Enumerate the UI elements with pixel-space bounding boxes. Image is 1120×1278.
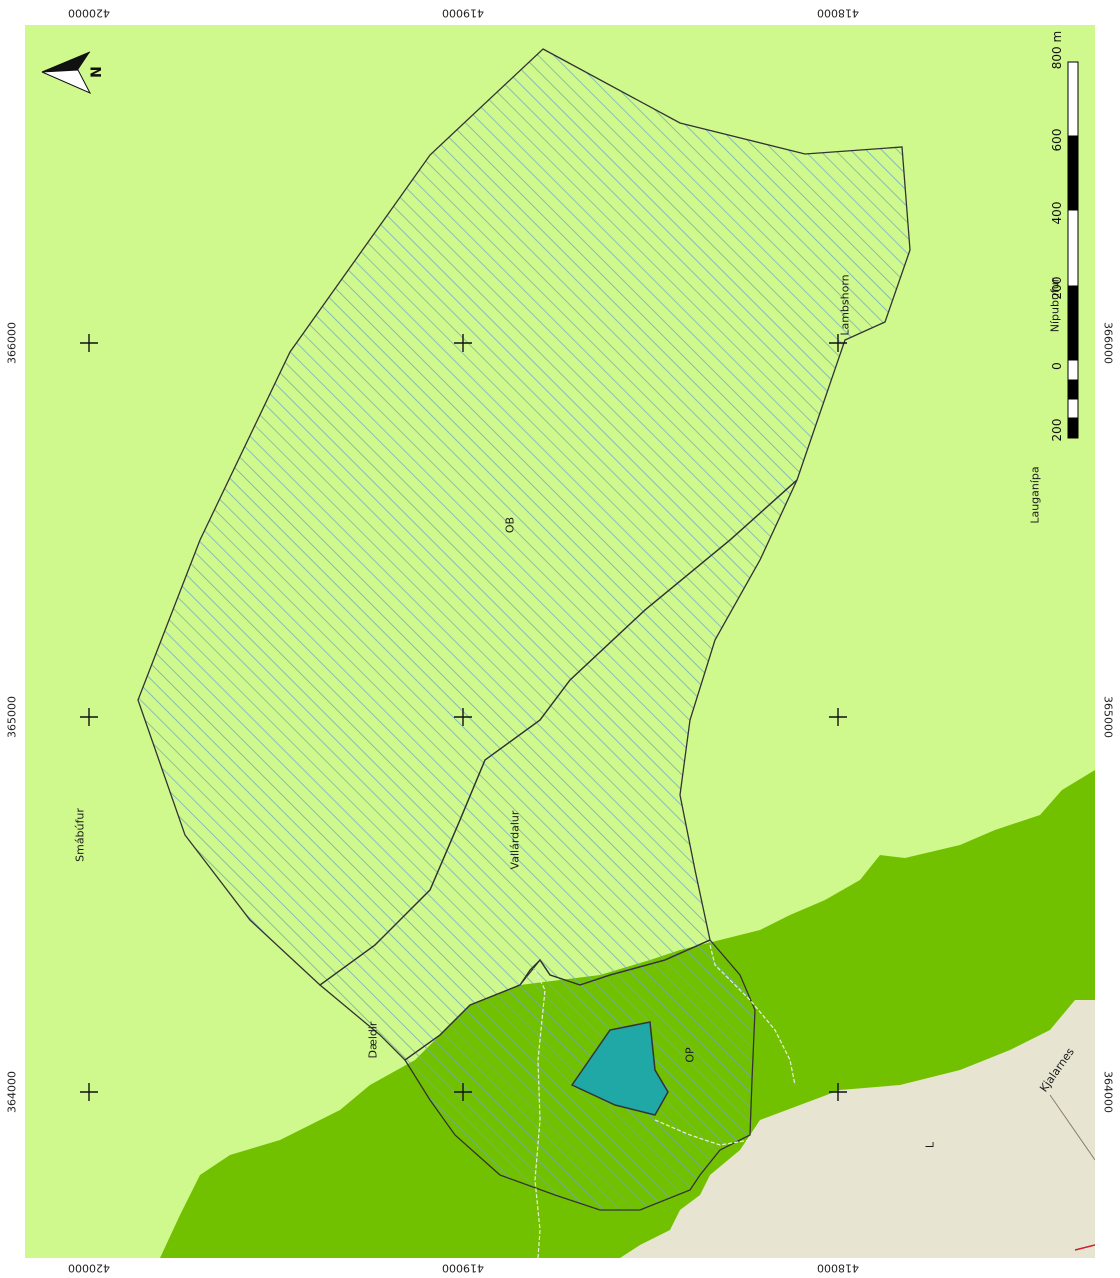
map-canvas[interactable] <box>25 25 1095 1258</box>
coord-left-366000: 366000 <box>5 322 19 364</box>
beige-zone <box>620 1000 1095 1258</box>
road-line <box>1049 1094 1095 1161</box>
north-arrow-icon <box>41 51 92 95</box>
north-label: N <box>89 66 105 78</box>
label-lauganipa: Lauganípa <box>1028 466 1042 524</box>
coord-left-365000: 365000 <box>5 696 19 738</box>
trail-path <box>709 944 796 1086</box>
scale-label-400: 400 <box>1050 201 1064 225</box>
map-frame[interactable] <box>25 25 1095 1258</box>
label-op: OP <box>683 1047 697 1063</box>
coord-top-418000: 418000 <box>817 6 859 20</box>
road-line <box>1074 1244 1095 1251</box>
coord-top-419000: 419000 <box>442 6 484 20</box>
coord-bottom-420000: 420000 <box>68 1261 110 1275</box>
scale-unit-label: 800 m <box>1050 30 1064 70</box>
scale-label-0: 0 <box>1050 362 1064 370</box>
label-smabufur: Smábúfur <box>73 808 87 862</box>
label-lambshorn: Lambshorn <box>838 274 852 336</box>
lake[interactable] <box>570 1021 669 1116</box>
scale-label-200-west: 200 <box>1050 418 1064 442</box>
coord-bottom-418000: 418000 <box>817 1261 859 1275</box>
coord-right-366000: 366000 <box>1101 322 1115 364</box>
label-ob: OB <box>503 516 517 534</box>
trail-path <box>654 1119 751 1146</box>
coord-right-364000: 364000 <box>1101 1071 1115 1113</box>
scale-bar <box>1067 61 1079 439</box>
coord-bottom-419000: 419000 <box>442 1261 484 1275</box>
coord-right-365000: 365000 <box>1101 696 1115 738</box>
label-l: L <box>923 1141 937 1149</box>
coord-left-364000: 364000 <box>5 1071 19 1113</box>
label-daeldir: Dældir <box>366 1021 380 1059</box>
scale-label-200: 200 <box>1050 276 1064 300</box>
trail-path <box>534 969 546 1258</box>
coord-top-420000: 420000 <box>68 6 110 20</box>
label-vallardalur: Vallárdalur <box>508 810 522 870</box>
scale-label-600: 600 <box>1050 128 1064 152</box>
grid-crosses <box>80 334 847 1101</box>
